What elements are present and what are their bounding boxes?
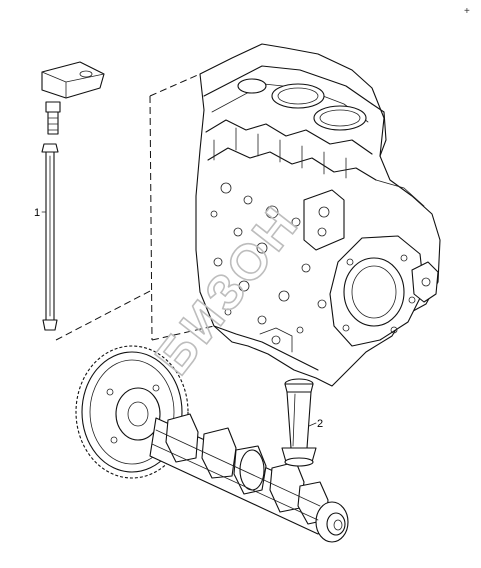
camshaft — [75, 345, 349, 543]
callout-label-1: 1 — [34, 207, 40, 219]
rocker-arm — [41, 61, 105, 99]
corner-mark: + — [464, 6, 470, 17]
adjusting-screw — [45, 101, 61, 135]
callout-leader-2 — [308, 422, 317, 427]
engine-block — [195, 43, 441, 387]
callout-label-2: 2 — [317, 418, 323, 430]
tappet — [281, 378, 317, 467]
pushrod — [41, 143, 59, 331]
explode-guide-line — [55, 73, 215, 341]
